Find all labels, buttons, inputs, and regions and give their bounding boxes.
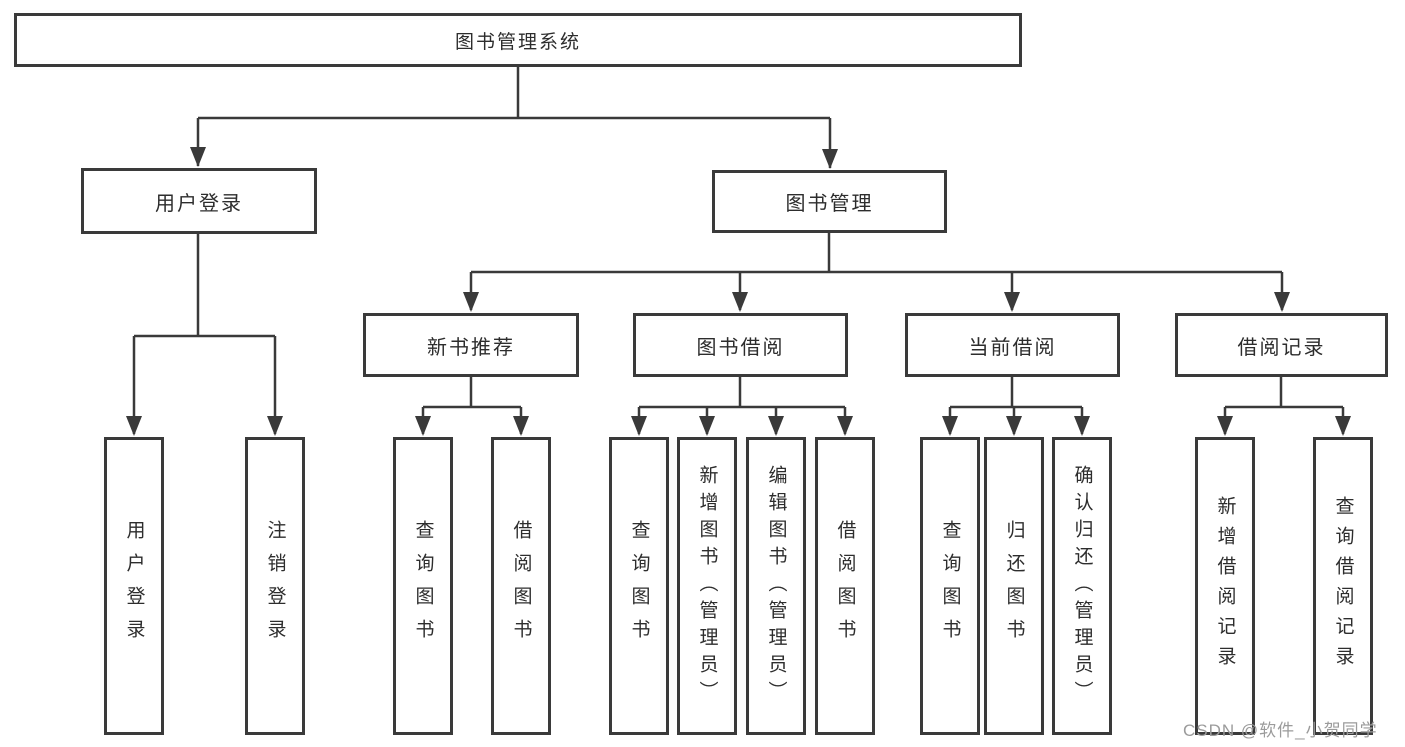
node-label: 用户登录	[155, 192, 243, 215]
leaf-label: 编辑图书（管理员）	[765, 464, 787, 708]
node-current-borrow: 当前借阅	[905, 313, 1120, 377]
node-root-label: 图书管理系统	[454, 31, 581, 53]
node-label: 新书推荐	[427, 336, 515, 359]
leaf-add-borrow-record: 新增借阅记录	[1195, 437, 1255, 735]
node-book-management: 图书管理	[712, 170, 947, 233]
leaf-query-books-borrow: 查询图书	[609, 437, 669, 735]
leaf-label: 新增借阅记录	[1214, 496, 1236, 676]
leaf-label: 查询借阅记录	[1332, 496, 1354, 676]
leaf-label: 归还图书	[1003, 520, 1025, 652]
node-label: 当前借阅	[968, 336, 1057, 359]
connector-stems	[132, 67, 1345, 434]
leaf-label: 用户登录	[123, 520, 145, 652]
node-label: 图书借阅	[696, 336, 785, 359]
leaf-label: 借阅图书	[834, 520, 856, 652]
leaf-label: 确认归还（管理员）	[1071, 464, 1093, 708]
leaf-confirm-return-admin: 确认归还（管理员）	[1052, 437, 1112, 735]
leaf-query-borrow-record: 查询借阅记录	[1313, 437, 1373, 735]
node-book-borrow: 图书借阅	[633, 313, 848, 377]
leaf-logout: 注销登录	[245, 437, 305, 735]
leaf-add-books-admin: 新增图书（管理员）	[677, 437, 737, 735]
node-label: 借阅记录	[1237, 336, 1326, 359]
node-new-book-recommend: 新书推荐	[363, 313, 579, 377]
leaf-borrow-books: 借阅图书	[815, 437, 875, 735]
leaf-label: 查询图书	[628, 520, 650, 652]
leaf-label: 查询图书	[412, 520, 434, 652]
leaf-return-books: 归还图书	[984, 437, 1044, 735]
leaf-query-books-current: 查询图书	[920, 437, 980, 735]
node-user-login: 用户登录	[81, 168, 317, 234]
leaf-user-login: 用户登录	[104, 437, 164, 735]
leaf-label: 注销登录	[264, 520, 286, 652]
leaf-label: 查询图书	[939, 520, 961, 652]
node-root-system: 图书管理系统	[14, 13, 1022, 67]
csdn-watermark: CSDN @软件_小贺同学	[1183, 721, 1378, 740]
node-borrow-records: 借阅记录	[1175, 313, 1388, 377]
leaf-query-books-newbook: 查询图书	[393, 437, 453, 735]
node-label: 图书管理	[785, 193, 874, 215]
leaf-borrow-books-newbook: 借阅图书	[491, 437, 551, 735]
leaf-label: 新增图书（管理员）	[696, 464, 718, 708]
leaf-edit-books-admin: 编辑图书（管理员）	[746, 437, 806, 735]
leaf-label: 借阅图书	[510, 520, 532, 652]
